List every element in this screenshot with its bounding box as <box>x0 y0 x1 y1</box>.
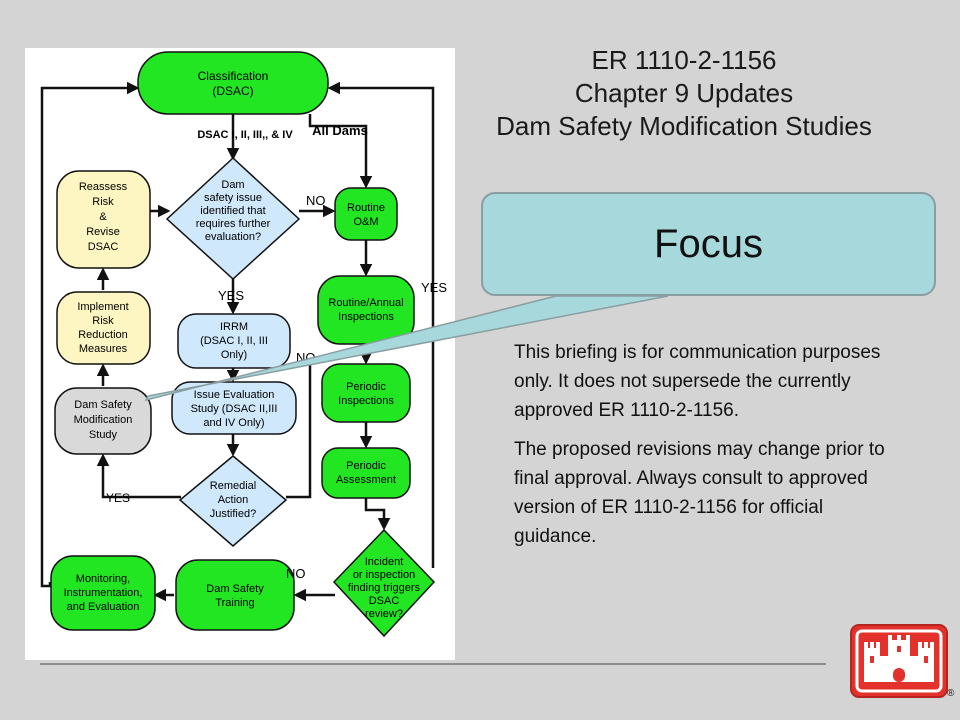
disclaimer-text: This briefing is for communication purpo… <box>514 338 894 561</box>
title-line-1: ER 1110-2-1156 <box>591 45 777 75</box>
label-yes-1: YES <box>218 288 244 303</box>
monitoring-line: Instrumentation, <box>64 587 143 599</box>
incident-line: or inspection <box>353 569 415 581</box>
branch-label-all-dams: All Dams <box>312 123 368 138</box>
remedial-line: Remedial <box>210 480 256 492</box>
reassess-line: Revise <box>86 226 120 238</box>
ies-node <box>171 381 297 435</box>
decision-incident <box>332 528 436 638</box>
incident-line: DSAC <box>369 595 400 607</box>
incident-line: Incident <box>365 556 404 568</box>
remedial-line: Action <box>218 494 249 506</box>
registered-mark: ® <box>947 688 955 699</box>
decision-issue-line: identified that <box>200 205 265 217</box>
disclaimer-paragraph-2: The proposed revisions may change prior … <box>514 439 885 547</box>
periodic-assess-line: Assessment <box>336 474 396 486</box>
decision-issue-line: requires further <box>196 218 271 230</box>
reassess-line: Reassess <box>79 181 128 193</box>
routine-om-node <box>334 187 398 241</box>
implement-line: Implement <box>77 301 128 313</box>
implement-node <box>56 291 151 365</box>
training-node <box>175 559 295 631</box>
periodic-insp-line: Periodic <box>346 381 386 393</box>
routine-om-line: O&M <box>353 216 378 228</box>
label-no-1: NO <box>306 193 326 208</box>
label-yes-3: YES <box>421 280 447 295</box>
dsms-node <box>54 387 152 455</box>
title-line-3: Dam Safety Modification Studies <box>496 111 872 141</box>
classification-text-2: (DSAC) <box>212 84 253 98</box>
incident-line: review? <box>365 608 403 620</box>
periodic-insp-line: Inspections <box>338 395 394 407</box>
periodic-assessment-node <box>321 447 411 499</box>
monitoring-line: and Evaluation <box>67 601 140 613</box>
reassess-line: & <box>99 211 107 223</box>
implement-line: Risk <box>92 315 114 327</box>
ies-line: Issue Evaluation <box>194 389 275 401</box>
implement-line: Measures <box>79 343 128 355</box>
classification-node <box>137 51 329 115</box>
irrm-line: (DSAC I, II, III <box>200 335 268 347</box>
branch-label-dsac: DSAC I, II, III,, & IV <box>197 129 293 141</box>
label-yes-2: YES <box>106 491 130 505</box>
decision-safety-issue <box>165 156 301 281</box>
callout-pointer <box>144 295 669 402</box>
irrm-node <box>177 313 291 369</box>
disclaimer-paragraph-1: This briefing is for communication purpo… <box>514 342 881 421</box>
usace-castle-logo <box>850 624 948 698</box>
remedial-line: Justified? <box>210 508 256 520</box>
decision-issue-line: evaluation? <box>205 231 261 243</box>
monitoring-node <box>50 555 156 631</box>
reassess-node <box>56 170 151 269</box>
periodic-assess-line: Periodic <box>346 460 386 472</box>
training-line: Training <box>215 597 254 609</box>
label-no-3: NO <box>286 566 306 581</box>
ies-line: Study (DSAC II,III <box>191 403 278 415</box>
ies-line: and IV Only) <box>203 417 264 429</box>
periodic-inspections-node <box>321 363 411 423</box>
dsms-line: Modification <box>74 414 133 426</box>
classification-text-1: Classification <box>198 69 269 83</box>
decision-issue-line: safety issue <box>204 192 262 204</box>
implement-line: Reduction <box>78 329 128 341</box>
routine-om-line: Routine <box>347 202 385 214</box>
training-line: Dam Safety <box>206 583 264 595</box>
focus-label: Focus <box>654 221 763 266</box>
routine-annual-line: Inspections <box>338 311 394 323</box>
slide-title: ER 1110-2-1156 Chapter 9 Updates Dam Saf… <box>440 44 928 143</box>
irrm-line: IRRM <box>220 321 248 333</box>
irrm-line: Only) <box>221 349 247 361</box>
routine-annual-line: Routine/Annual <box>328 297 403 309</box>
dsms-line: Study <box>89 429 118 441</box>
incident-line: finding triggers <box>348 582 421 594</box>
monitoring-line: Monitoring, <box>76 573 130 585</box>
reassess-line: DSAC <box>88 241 119 253</box>
dsms-line: Dam Safety <box>74 399 132 411</box>
decision-issue-line: Dam <box>221 179 244 191</box>
decision-remedial <box>178 455 288 547</box>
title-line-2: Chapter 9 Updates <box>574 78 794 108</box>
focus-callout: Focus <box>481 192 936 296</box>
routine-annual-node <box>317 275 415 345</box>
reassess-line: Risk <box>92 196 114 208</box>
